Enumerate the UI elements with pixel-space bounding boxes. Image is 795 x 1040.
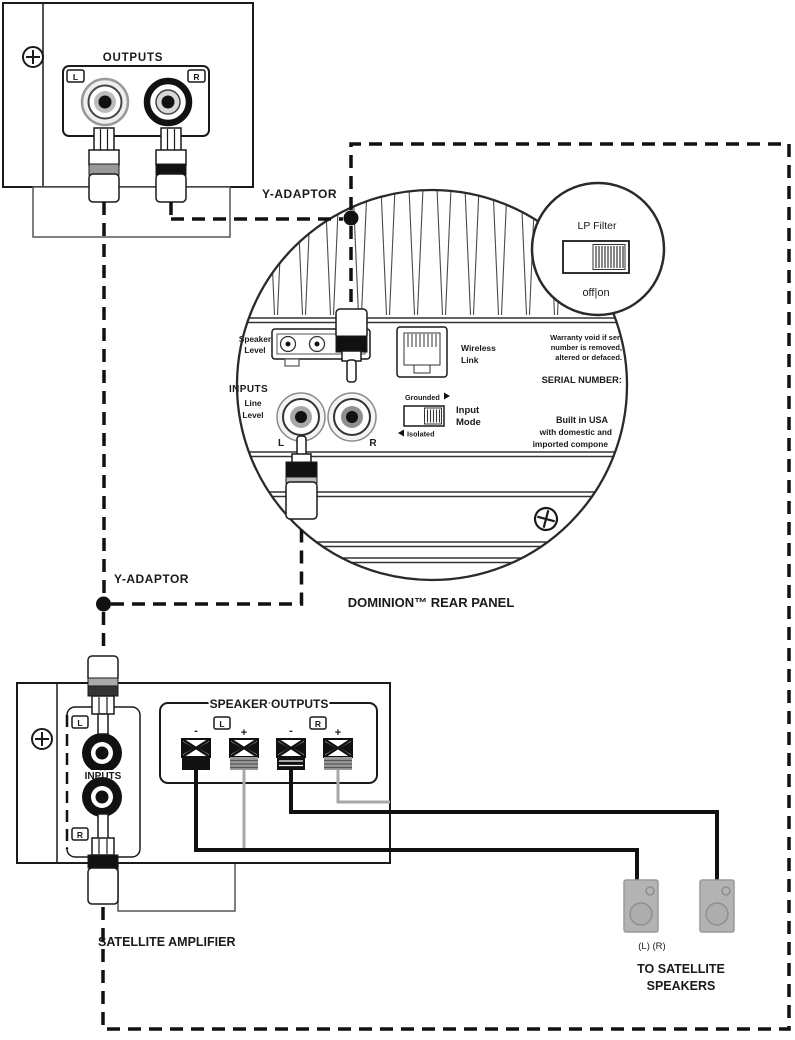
y-adaptor-label-left: Y-ADAPTOR [114,572,189,586]
wire-right-plus [336,770,390,804]
amplifier-caption: SATELLITE AMPLIFIER [98,935,236,949]
rca-plug-source-left [88,127,120,203]
lp-filter-switch-icon [562,240,630,274]
speaker-terminal-r-plus [323,737,353,770]
speaker-wires [194,770,719,886]
circle-outline [235,188,629,582]
wireless-label-2: Link [461,355,479,365]
screw-icon [31,728,53,750]
amplifier-base [117,862,236,912]
lp-filter-inset: LP Filter off|on [530,181,666,317]
woofer-icon [629,902,653,926]
input-mode-label-1: Input [456,405,480,416]
speaker-level-label-2: Level [244,345,265,355]
input-mode-switch-icon [403,405,445,427]
badge-output-left: L [213,716,231,730]
input-mode-label-2: Mode [456,417,481,428]
source-device: OUTPUTS L R [2,2,254,238]
input-jack-right-icon [82,777,122,817]
rca-plug-into-amp-right [87,813,119,905]
rca-jack-right-icon [143,77,193,127]
badge-input-right-label: R [77,830,83,840]
satellite-speaker-right [699,879,735,933]
speaker-outputs-title: SPEAKER OUTPUTS [210,697,329,711]
amplifier-inputs-panel: L INPUTS R [65,706,141,858]
speaker-channels-label: (L) (R) [638,941,665,952]
badge-input-left-label: L [77,718,82,728]
rear-jack-right-label: R [369,438,377,449]
badge-right-label: R [193,72,199,82]
arrow-right-icon [444,392,450,400]
rca-plug-into-sub-right [335,308,368,383]
speaker-outputs-panel: SPEAKER OUTPUTS - L + - R + [159,695,378,784]
outputs-title: OUTPUTS [103,52,164,64]
built-line-3: imported compone [533,439,609,449]
badge-output-right: R [309,716,327,730]
wire-left-minus [194,770,639,886]
terminal-minus-right-label: - [289,725,293,737]
wire-right-minus [289,770,719,886]
rca-jack-left-icon [80,77,130,127]
rear-jack-left-label: L [278,438,284,449]
tweeter-icon [721,886,731,896]
satellite-speaker-left [623,879,659,933]
line-level-jack-left-icon [276,392,326,442]
warranty-line-3: altered or defaced. [555,353,622,362]
speakers-caption-1: TO SATELLITE [637,962,725,976]
satellite-speakers: (L) (R) TO SATELLITE SPEAKERS [623,879,735,993]
terminal-plus-right-label: + [335,727,341,739]
woofer-icon [705,902,729,926]
badge-left-label: L [73,72,78,82]
wireless-label-1: Wireless [461,343,496,353]
terminal-minus-left-label: - [194,725,198,737]
screw-icon [533,506,559,532]
cable-right-return-loop [101,142,791,1031]
badge-output-right-label: R [315,719,321,729]
line-level-label-2: Level [242,410,263,420]
screw-icon [22,46,44,68]
input-jack-left-icon [82,733,122,773]
badge-right: R [187,69,206,83]
speaker-terminal-r-minus [276,737,306,770]
badge-input-left: L [71,715,89,729]
terminal-plus-left-label: + [241,727,247,739]
satellite-amplifier: L INPUTS R SPEAKER OUTPUTS - [16,655,391,912]
panel-ridge-lines [237,317,627,564]
rca-plug-into-amp-left [87,655,119,735]
speakers-caption-2: SPEAKERS [647,979,716,993]
warranty-line-2: number is removed, [551,343,622,352]
dominion-rear-panel-view: Speaker Level INPUTS Line Level L R Wire… [229,188,629,582]
speaker-level-label-1: Speaker [239,334,272,344]
badge-input-right: R [71,827,89,841]
wireless-link-port-icon [396,326,448,378]
line-level-jack-right-icon [327,392,377,442]
lp-filter-title: LP Filter [578,220,617,232]
warranty-line-1: Warranty void if seri [550,333,622,342]
cable-right-channel [169,202,343,221]
speaker-terminal-l-minus [181,737,211,770]
built-line-2: with domestic and [539,427,612,437]
y-adaptor-label-top: Y-ADAPTOR [262,187,337,201]
grounded-label: Grounded [405,393,440,402]
serial-number-label: SERIAL NUMBER: [542,375,622,385]
speaker-terminal-l-plus [229,737,259,770]
y-adaptor-junction-top [343,210,359,226]
source-device-base [32,186,231,238]
badge-output-left-label: L [219,719,224,729]
rca-plug-source-right [155,127,187,203]
tweeter-icon [645,886,655,896]
built-line-1: Built in USA [556,415,608,425]
rear-inputs-label: INPUTS [229,384,268,395]
lp-filter-state-label: off|on [582,287,609,299]
badge-left: L [66,69,85,83]
rear-panel-caption: DOMINION™ REAR PANEL [348,595,515,610]
isolated-label: Isolated [407,430,435,439]
interconnect-cables [101,142,791,1031]
y-adaptor-junction-left [96,596,111,612]
line-level-label-1: Line [244,398,261,408]
rca-plug-into-sub-left [285,435,318,520]
arrow-left-icon [398,429,404,437]
cable-left-to-sub [111,522,304,606]
